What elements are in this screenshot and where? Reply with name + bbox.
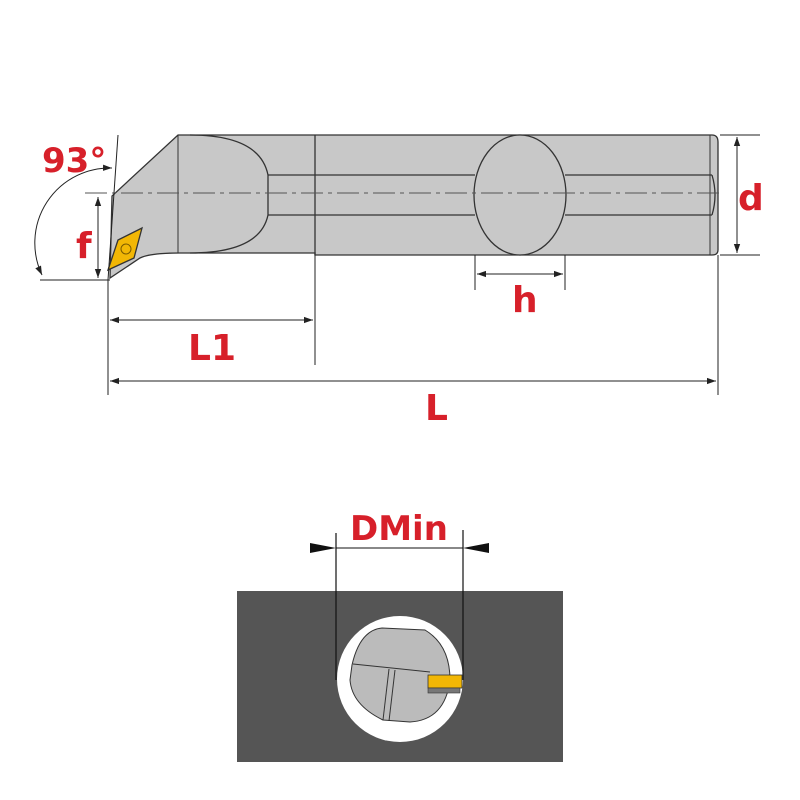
insert <box>106 226 143 272</box>
d-label: d <box>738 178 764 219</box>
angle-label: 93° <box>42 141 106 181</box>
l1-label: L1 <box>188 328 236 369</box>
bar-body <box>109 134 719 280</box>
l-label: L <box>425 388 448 429</box>
insert-screw-icon <box>120 243 132 255</box>
flat-section <box>473 134 567 256</box>
f-label: f <box>76 226 92 267</box>
insert-end <box>427 674 463 689</box>
dmin-label: DMin <box>350 509 448 549</box>
dmin-arrow-left <box>310 543 336 553</box>
dmin-arrow-right <box>463 543 489 553</box>
angle-arc <box>34 164 113 276</box>
boring-bar-side-view <box>85 134 720 280</box>
head-shoulder <box>189 134 269 254</box>
h-label: h <box>512 280 538 321</box>
bore-end-view <box>237 530 563 762</box>
dimensions <box>34 134 760 395</box>
